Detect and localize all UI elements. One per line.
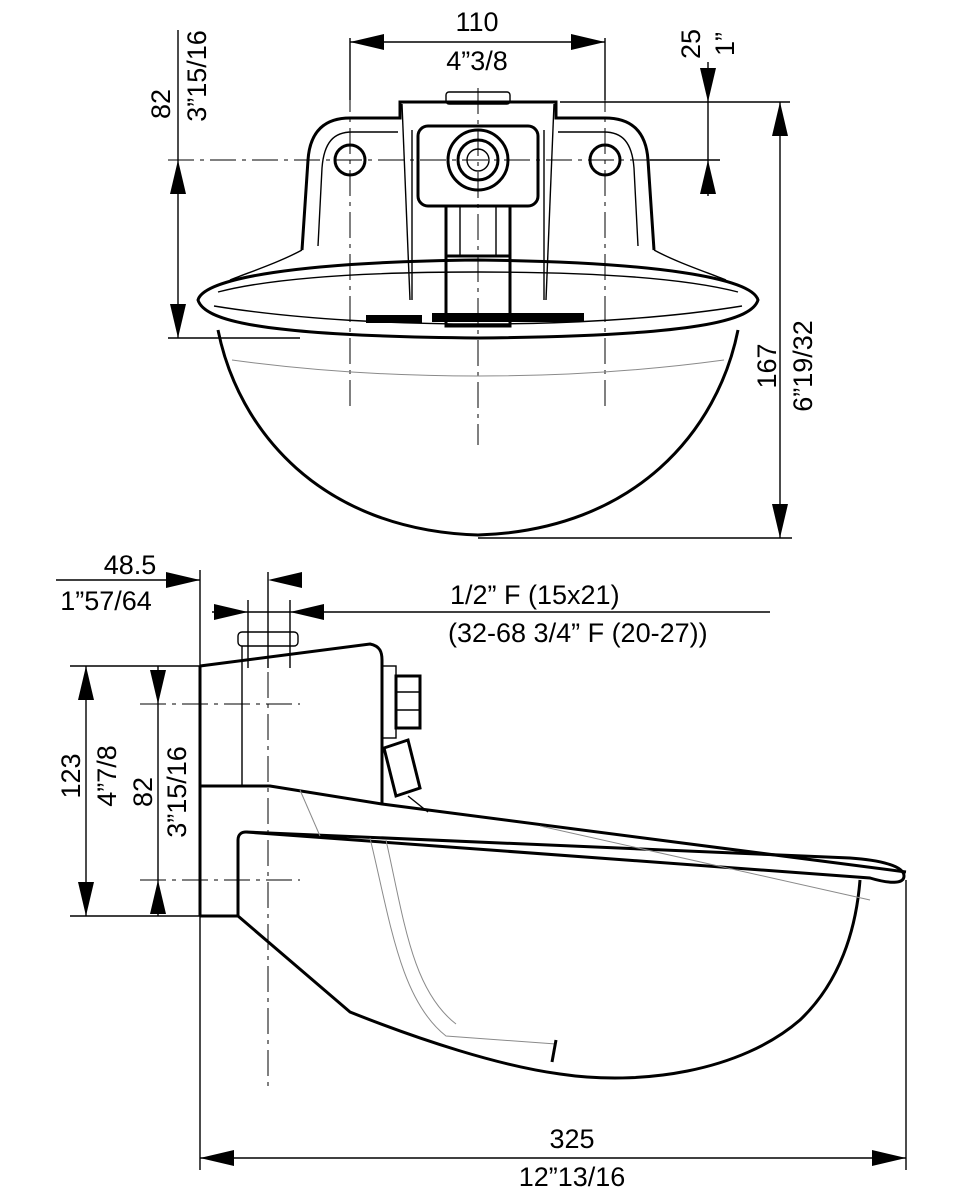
front-top-offset-in: 1” [710, 32, 740, 56]
mounting-bracket [300, 100, 656, 251]
side-valve-nut [394, 674, 422, 730]
side-view: 48.5 1”57/64 1/2” F (15x21) (32-68 3/4” … [56, 550, 907, 1192]
side-housing [199, 642, 384, 804]
front-view: 110 4”3/8 25 1” 82 3”15/16 167 6”19/32 [146, 7, 818, 539]
side-length-in: 12”13/16 [519, 1162, 626, 1192]
front-total-height-in: 6”19/32 [788, 320, 818, 412]
side-trough-rim [245, 830, 906, 884]
front-total-height-mm: 167 [752, 343, 782, 388]
front-mount-height-in: 3”15/16 [182, 30, 212, 122]
side-trough-bowl [237, 879, 862, 1080]
front-width-mm: 110 [455, 7, 498, 37]
side-inlet-offset-mm: 48.5 [104, 550, 157, 580]
bowl-outline [216, 329, 740, 537]
mounting-hole-left [333, 143, 367, 177]
thread-size-line1: 1/2” F (15x21) [450, 580, 620, 610]
side-inlet-offset-in: 1”57/64 [60, 586, 152, 616]
side-mount-height-mm: 82 [128, 777, 158, 807]
side-height-mm: 123 [56, 753, 86, 798]
side-mount-height-in: 3”15/16 [162, 746, 192, 838]
front-width-in: 4”3/8 [446, 46, 508, 76]
thread-size-line2: (32-68 3/4” F (20-27)) [448, 618, 708, 648]
side-height-in: 4”7/8 [92, 745, 122, 807]
inlet-fitting [446, 128, 510, 192]
mounting-hole-right [588, 143, 622, 177]
side-length-mm: 325 [549, 1124, 594, 1154]
front-mount-height-mm: 82 [146, 89, 176, 119]
front-top-offset-mm: 25 [676, 29, 706, 59]
bowl-rim [196, 258, 760, 340]
